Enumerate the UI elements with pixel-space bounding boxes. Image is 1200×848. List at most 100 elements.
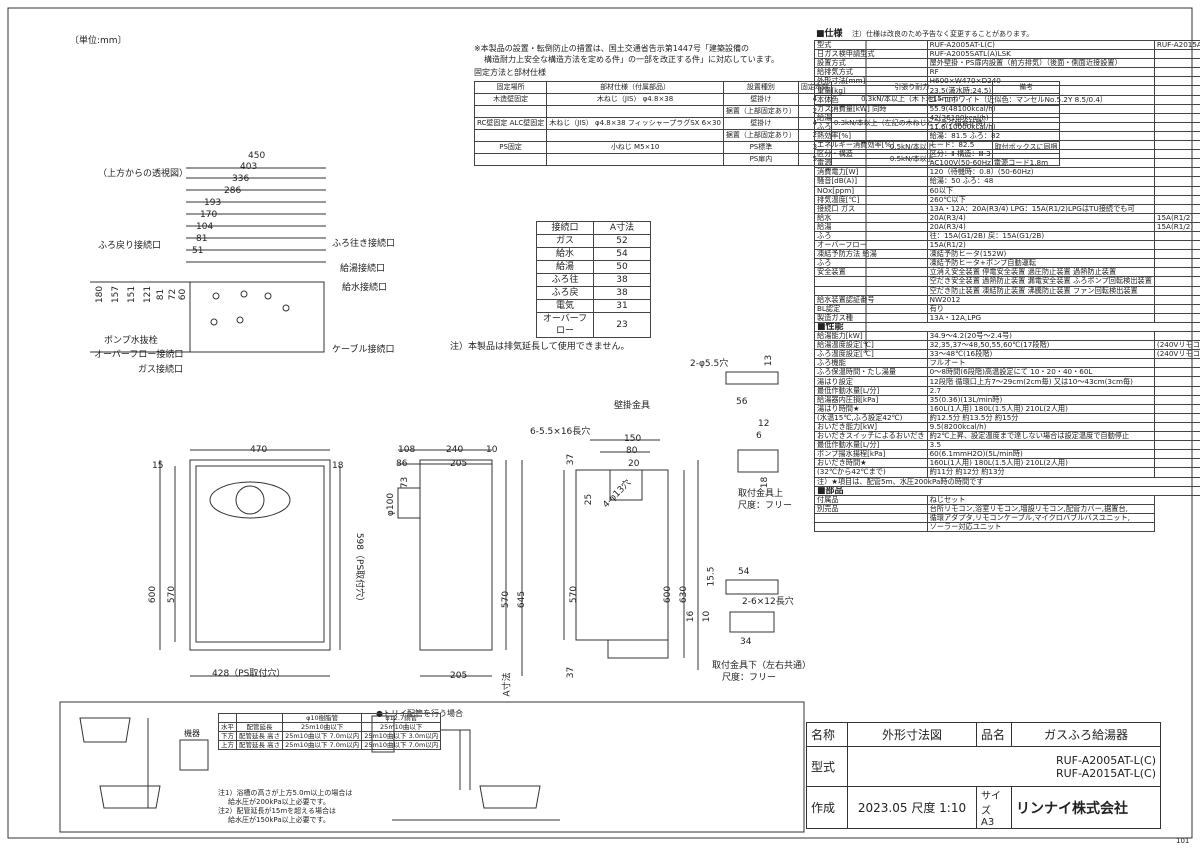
note-line-2: 構造耐力上安全な構造方法を定める件」の一部を改正する件」に対応しています。 bbox=[484, 55, 779, 64]
pipe-cell: 25m10曲以下 7.0m以内 bbox=[282, 740, 363, 750]
spec-cell: ふろ温度設定[℃] bbox=[814, 349, 928, 360]
side-dim: 645 bbox=[517, 590, 528, 609]
v-dim-label: 81 bbox=[156, 288, 167, 301]
pipe-cell: 25m10曲以下 bbox=[282, 722, 363, 732]
spec-cell bbox=[1153, 103, 1200, 114]
spec-cell: 42(36100kcal/h) bbox=[926, 112, 1155, 123]
side-dim: 86 bbox=[396, 459, 408, 469]
model-1: RUF-A2005AT-L(C) bbox=[1055, 753, 1156, 767]
pipe-cell: 上方 bbox=[218, 740, 237, 750]
spec-row: おいだきスイッチによるおいだき約2℃上昇、設定温度まで達しない場合は設定温度で自… bbox=[814, 431, 1200, 442]
spec-row: 循環アダプタ,リモコンケーブル,マイクロバブルバスユニット, bbox=[814, 512, 1200, 523]
spec-cell: 型式 bbox=[814, 39, 928, 51]
spec-cell: 製造ガス種 bbox=[814, 312, 928, 323]
spec-cell bbox=[1153, 385, 1200, 396]
wall-bracket-label: 壁掛金具 bbox=[614, 401, 651, 411]
spec-cell: RUF-A2015AT-L(C) bbox=[1153, 39, 1200, 51]
spec-cell bbox=[814, 285, 928, 296]
spec-cell bbox=[1153, 440, 1200, 451]
spec-cell: 55.9(48100kcal/h) bbox=[926, 103, 1155, 114]
pipe-cell: 25m10曲以下 3.0m以内 bbox=[361, 731, 442, 741]
company-name: リンナイ株式会社 bbox=[1011, 786, 1161, 829]
ps-hole-vertical: 598（PS取付穴） bbox=[354, 532, 365, 607]
spec-row: 本体色ユーロホワイト（近似色：マンセルNo.5.2Y 8.5/0.4） bbox=[814, 94, 1200, 105]
spec-row: (32℃から42℃まで)約11分 約12分 約13分 bbox=[814, 467, 1200, 478]
spec-cell bbox=[1153, 94, 1200, 105]
spec-cell: 給湯温度設定[℃] bbox=[814, 340, 928, 351]
spec-title: ■仕様 bbox=[816, 29, 843, 39]
spec-cell: 屋外壁掛・PS扉内設置（前方排気）（後面・側面近接設置） bbox=[926, 58, 1155, 69]
front-side-dim: 18 bbox=[332, 461, 344, 471]
connection-name: 電気 bbox=[536, 299, 594, 313]
fixing-cell: 壁掛け bbox=[722, 93, 799, 106]
connection-label: ふろ戻り接続口 bbox=[98, 241, 162, 251]
spec-cell: 安全装置 bbox=[814, 267, 928, 278]
spec-cell bbox=[1153, 258, 1200, 269]
spec-cell: 15A(R1/2) bbox=[1153, 212, 1200, 223]
spec-cell: 11.6(10000kcal/h) bbox=[926, 121, 1155, 132]
spec-cell: 約12.5分 約13.5分 約15分 bbox=[926, 412, 1155, 423]
bottom-bracket-scale: 尺度：フリー bbox=[722, 673, 777, 683]
size-label: サイズ bbox=[981, 791, 1001, 817]
spec-cell: 160L(1人用) 180L(1.5人用) 210L(2人用) bbox=[926, 403, 1155, 414]
spec-cell: H600×W470×D240 bbox=[926, 76, 1155, 87]
fixing-cell: 木ねじ（JIS） φ4.8×38 フィッシャープラグSX 6×30 bbox=[546, 117, 724, 130]
bracket-dim: 80 bbox=[626, 446, 638, 456]
top-view-label: （上方からの透視図） bbox=[98, 169, 189, 179]
spec-cell bbox=[1153, 240, 1200, 251]
spec-cell: 排気温度[℃] bbox=[814, 194, 928, 205]
model-label: 型式 bbox=[806, 746, 848, 787]
spec-cell: 12段階 循環口上方7～29cm(2cm毎) 又は10～43cm(3cm毎) bbox=[926, 376, 1155, 387]
bottom-bracket-dim: 15.5 bbox=[706, 566, 717, 587]
spec-cell bbox=[1153, 76, 1200, 87]
side-dim: 108 bbox=[398, 445, 416, 455]
spec-row: 設置方式屋外壁掛・PS扉内設置（前方排気）（後面・側面近接設置） bbox=[814, 58, 1200, 69]
spec-row: 別売品台所リモコン,浴室リモコン,増設リモコン,配管カバー,据置台, bbox=[814, 503, 1200, 514]
spec-cell bbox=[1153, 376, 1200, 387]
spec-cell bbox=[1153, 158, 1200, 169]
title-block: 名称 外形寸法図 品名 ガスふろ給湯器 型式 RUF-A2005AT-L(C) … bbox=[806, 722, 1161, 829]
connection-value: 23 bbox=[593, 312, 651, 338]
front-width: 470 bbox=[250, 445, 268, 455]
dim-label: 450 bbox=[248, 151, 266, 161]
connection-name: ガス bbox=[536, 234, 594, 248]
spec-cell bbox=[1153, 303, 1200, 314]
pipe-header: φ12.7銅管 bbox=[361, 713, 442, 723]
spec-cell: 最低作動水量[L/分] bbox=[814, 440, 928, 451]
spec-row: ふろ凍結予防ヒータ+ポンプ自動運転 bbox=[814, 258, 1200, 269]
spec-row: 付属品ねじセット bbox=[814, 494, 1200, 505]
front-top-dim: 15 bbox=[152, 461, 164, 471]
spec-row: 外形寸法[mm]H600×W470×D240 bbox=[814, 76, 1200, 87]
pipe-cell: 25m10曲以下 7.0m以内 bbox=[282, 731, 363, 741]
connection-label: 給湯接続口 bbox=[340, 264, 386, 274]
spec-cell: 給湯 bbox=[814, 221, 928, 232]
spec-cell: おいだき能力[kW] bbox=[814, 421, 928, 433]
fixing-cell: RC壁固定 ALC壁固定 bbox=[473, 117, 548, 130]
spec-cell: オーバーフロー bbox=[814, 240, 928, 251]
spec-row: 騒音[dB(A)]給湯：50 ふろ：48 bbox=[814, 176, 1200, 187]
spec-row: 排気温度[℃]260℃以下 bbox=[814, 194, 1200, 205]
spec-cell: 湯はり設定 bbox=[814, 376, 928, 387]
name-label: 名称 bbox=[806, 722, 848, 747]
spec-note: 注）仕様は改良のため予告なく変更することがあります。 bbox=[852, 30, 1034, 38]
spec-cell: NW2012 bbox=[926, 294, 1155, 305]
made-value: 2023.05 bbox=[857, 801, 908, 815]
spec-cell bbox=[1153, 149, 1200, 160]
equipment-label: 機器 bbox=[184, 729, 200, 738]
spec-cell: おいだきスイッチによるおいだき bbox=[814, 431, 928, 442]
spec-cell: NOx[ppm] bbox=[814, 185, 928, 196]
bracket-dim: 37 bbox=[566, 666, 577, 679]
fixing-cell: 木ねじ（JIS） φ4.8×38 bbox=[546, 93, 724, 106]
spec-row: ポンプ揚水揚程[kPa]60(6.1mmH2O)(5L/min時) bbox=[814, 449, 1200, 460]
product-label: 品名 bbox=[976, 722, 1012, 747]
spec-cell bbox=[814, 276, 928, 287]
spec-cell bbox=[1153, 403, 1200, 414]
spec-cell: 120（待機時：0.8）(50-60Hz) bbox=[926, 167, 1155, 178]
fixing-cell: PS固定 bbox=[473, 141, 548, 154]
spec-cell: 60(6.1mmH2O)(5L/min時) bbox=[926, 449, 1155, 460]
pipe-cell: 配管延長 bbox=[235, 722, 284, 732]
